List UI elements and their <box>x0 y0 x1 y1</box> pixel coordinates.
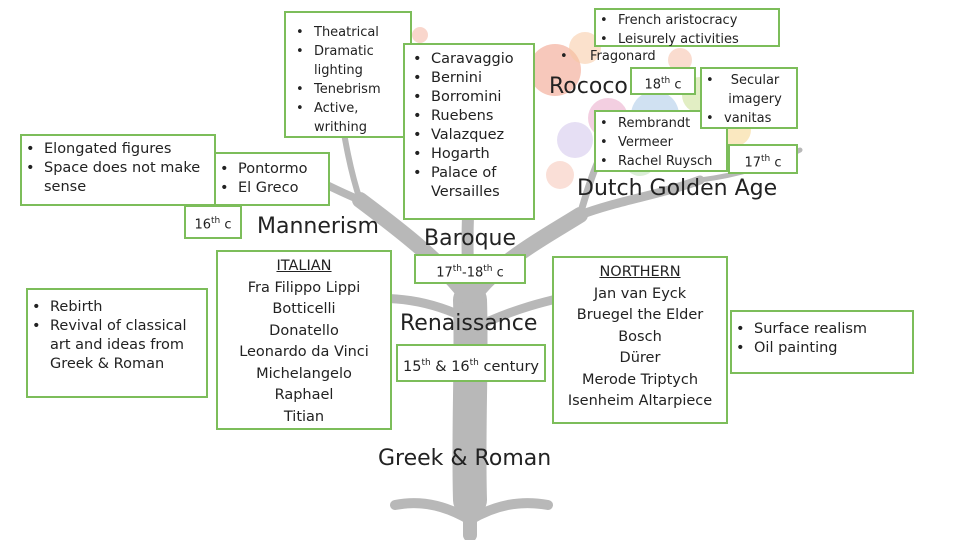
mannerism-century-box: 16th c <box>184 205 242 239</box>
rococo-features-box: French aristocracy Leisurely activities <box>594 8 780 49</box>
rococo-title: Rococo <box>549 74 628 99</box>
baroque-century-box: 17th-18th c <box>414 254 526 284</box>
baroque-title: Baroque <box>424 226 517 251</box>
artist-item: Hogarth <box>409 145 529 164</box>
rococo-feature: Leisurely activities <box>596 30 774 49</box>
northern-feature: Surface realism <box>732 320 912 339</box>
renaissance-feature: Rebirth <box>28 298 206 317</box>
baroque-century: 17th-18th c <box>436 264 504 281</box>
northern-artist: Dürer <box>619 350 661 366</box>
dutch-imagery: Secular imagery <box>702 71 786 109</box>
dutch-century: 17th c <box>744 154 782 171</box>
feature-item: Dramatic lighting <box>292 42 376 80</box>
dutch-artist: Rembrandt <box>596 114 726 133</box>
rococo-artist: Fragonard <box>556 47 668 66</box>
italian-artist: Botticelli <box>272 301 336 317</box>
italian-heading: ITALIAN <box>276 258 332 274</box>
northern-heading: NORTHERN <box>599 264 681 280</box>
renaissance-title: Renaissance <box>400 311 538 336</box>
mannerism-artist: El Greco <box>216 179 328 198</box>
artist-item: Borromini <box>409 88 529 107</box>
northern-feature: Oil painting <box>732 339 912 358</box>
mannerism-feature: Elongated figures <box>22 140 214 159</box>
mannerism-century: 16th c <box>194 216 232 233</box>
northern-artist: Jan van Eyck <box>593 285 687 302</box>
dutch-imagery-box: Secular imagery vanitas <box>700 67 798 129</box>
artist-item: Bernini <box>409 69 529 88</box>
greek-roman-title: Greek & Roman <box>378 446 552 471</box>
mannerism-artists-box: Pontormo El Greco <box>214 152 330 206</box>
feature-item: Theatrical <box>292 23 406 42</box>
mannerism-title: Mannerism <box>257 214 379 239</box>
northern-artist: Isenheim Altarpiece <box>567 393 713 409</box>
rococo-century: 18th c <box>644 76 682 93</box>
renaissance-century-box: 15th & 16th century <box>396 344 546 382</box>
dutch-century-box: 17th c <box>728 144 798 174</box>
dutch-artist: Vermeer <box>596 133 726 152</box>
northern-artist: Bruegel the Elder <box>576 307 704 323</box>
artist-item: Caravaggio <box>409 50 529 69</box>
italian-artist: Donatello <box>269 322 339 339</box>
rococo-century-box: 18th c <box>630 67 696 95</box>
dutch-artists-box: Rembrandt Vermeer Rachel Ruysch <box>594 110 728 172</box>
mannerism-artist: Pontormo <box>216 160 328 179</box>
rococo-feature: French aristocracy <box>596 11 774 30</box>
dutch-title: Dutch Golden Age <box>577 176 778 201</box>
artist-item: Palace of Versailles <box>409 164 515 202</box>
italian-artist: Raphael <box>274 387 334 403</box>
italian-artist: Leonardo da Vinci <box>239 344 369 360</box>
northern-artist: Bosch <box>618 328 662 345</box>
artist-item: Ruebens <box>409 107 529 126</box>
northern-features-box: Surface realism Oil painting <box>730 310 914 374</box>
baroque-features-box: Theatrical Dramatic lighting Tenebrism A… <box>284 11 412 138</box>
dutch-artist: Rachel Ruysch <box>596 152 726 171</box>
baroque-artists-box: Caravaggio Bernini Borromini Ruebens Val… <box>403 43 535 220</box>
renaissance-century: 15th & 16th century <box>402 358 540 375</box>
mannerism-features-box: Elongated figures Space does not make se… <box>20 134 216 206</box>
rococo-artist-box: Fragonard <box>554 45 670 67</box>
northern-artist: Merode Triptych <box>581 371 699 388</box>
feature-item: Tenebrism <box>292 80 406 99</box>
feature-item: Active, writhing <box>292 99 380 137</box>
italian-artists-box: ITALIAN Fra Filippo Lippi Botticelli Don… <box>216 250 392 430</box>
renaissance-feature: Revival of classical art and ideas from … <box>28 317 190 374</box>
italian-artist: Michelangelo <box>256 365 352 382</box>
artist-item: Valazquez <box>409 126 529 145</box>
italian-artist: Fra Filippo Lippi <box>247 279 361 296</box>
renaissance-features-box: Rebirth Revival of classical art and ide… <box>26 288 208 398</box>
italian-artist: Titian <box>283 408 325 425</box>
dutch-imagery: vanitas <box>702 109 796 128</box>
mannerism-feature: Space does not make sense <box>22 159 202 197</box>
northern-artists-box: NORTHERN Jan van Eyck Bruegel the Elder … <box>552 256 728 424</box>
